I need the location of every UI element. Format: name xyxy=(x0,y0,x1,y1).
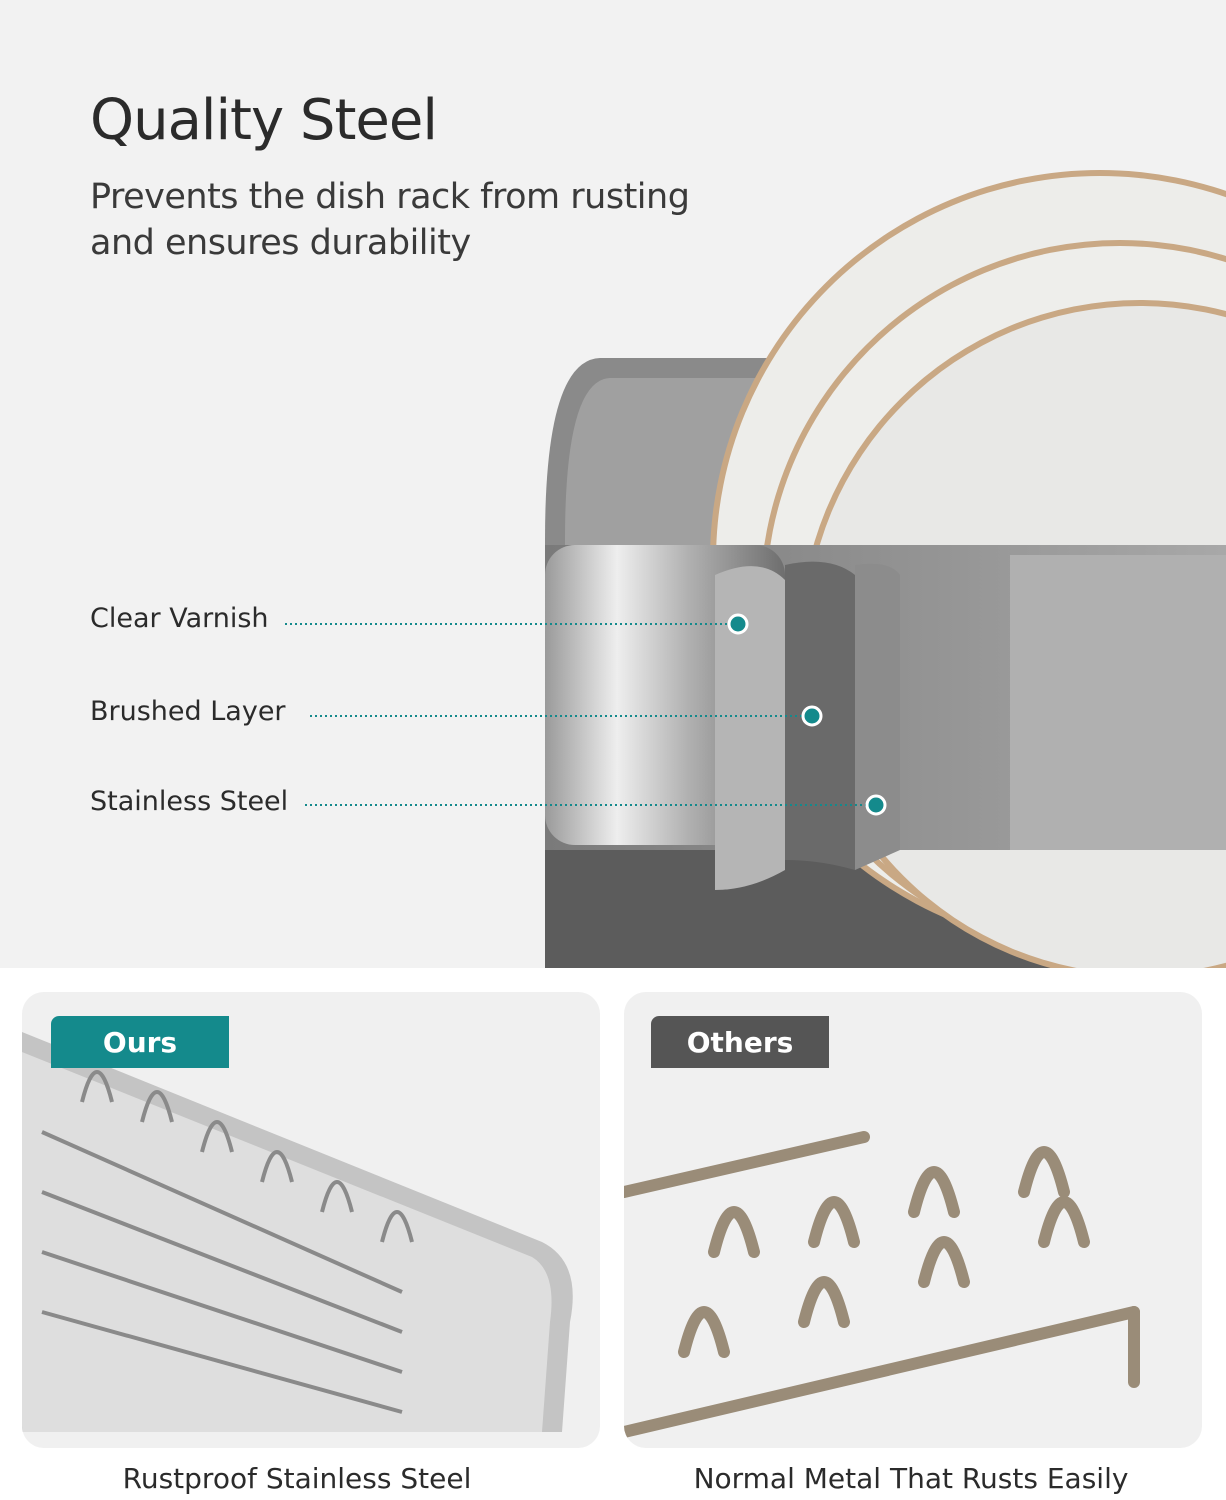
others-badge: Others xyxy=(651,1016,829,1068)
layer-marker-dot xyxy=(865,794,887,816)
others-caption: Normal Metal That Rusts Easily xyxy=(693,1462,1129,1495)
ours-caption: Rustproof Stainless Steel xyxy=(122,1462,472,1495)
ours-card xyxy=(22,992,600,1448)
others-card xyxy=(624,992,1202,1448)
page-title: Quality Steel xyxy=(90,88,438,153)
ours-badge: Ours xyxy=(51,1016,229,1068)
layer-marker-dot xyxy=(801,705,823,727)
layer-label-stainless-steel: Stainless Steel xyxy=(90,786,289,817)
rusty-rack-image xyxy=(624,1131,1140,1438)
dish-rack-illustration xyxy=(285,170,1226,968)
page-subtitle: Prevents the dish rack from rusting and … xyxy=(90,177,690,263)
layer-label-clear-varnish: Clear Varnish xyxy=(90,603,269,634)
layer-label-brushed-layer: Brushed Layer xyxy=(90,696,286,727)
hero-section: Quality Steel Prevents the dish rack fro… xyxy=(0,0,1226,968)
stainless-rack-image xyxy=(22,1032,573,1432)
layer-marker-dot xyxy=(727,613,749,635)
